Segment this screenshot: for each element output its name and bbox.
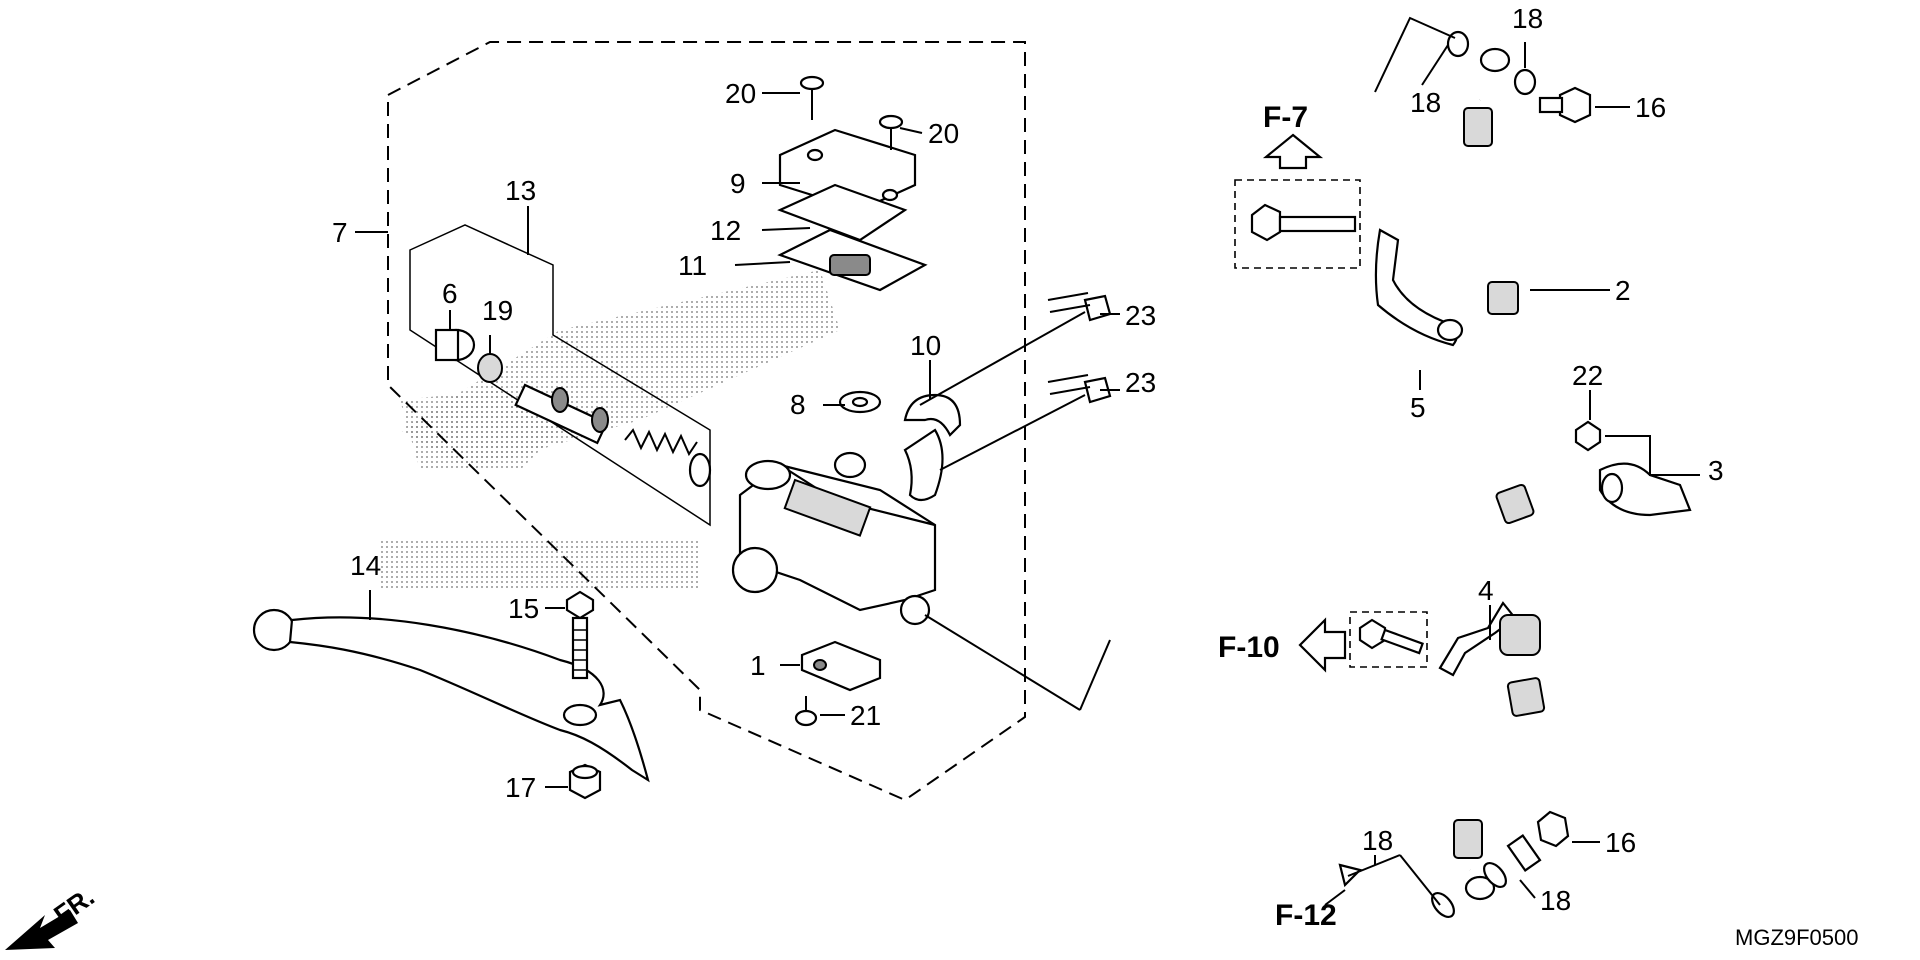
clamp-bolt-lower — [1047, 374, 1112, 404]
piston-boot — [434, 328, 476, 362]
callout-5: 5 — [1410, 392, 1426, 423]
piston-rod — [514, 383, 609, 445]
callout-7: 7 — [332, 217, 348, 248]
f10-arrow — [1298, 617, 1347, 673]
hose-clamp-upper — [1374, 228, 1464, 347]
callout-23-lower: 23 — [1125, 367, 1156, 398]
switch-screw — [794, 696, 818, 727]
reservoir-cap — [778, 128, 917, 212]
sealing-washer-bottom-right — [1483, 862, 1507, 888]
callout-4: 4 — [1478, 575, 1494, 606]
callout-6: 6 — [442, 278, 458, 309]
hose-clamp-middle — [1598, 462, 1692, 517]
callout-18-top-right: 18 — [1512, 3, 1543, 34]
oil-bolt-lower — [1506, 810, 1570, 872]
sealing-washer-top-right — [1513, 68, 1537, 96]
lever-pivot-bolt — [565, 590, 595, 680]
cap-screw-right — [878, 114, 904, 150]
piston-spring — [624, 428, 712, 488]
callout-22: 22 — [1572, 360, 1603, 391]
callout-13: 13 — [505, 175, 536, 206]
ref-f12: F-12 — [1275, 899, 1337, 932]
f10-dashed-box — [1349, 611, 1428, 668]
stipple-watermark — [380, 270, 840, 590]
diaphragm-plate — [777, 183, 908, 242]
callout-16-upper: 16 — [1635, 92, 1666, 123]
callout-14: 14 — [350, 550, 381, 581]
callout-18-bottom-right: 18 — [1540, 885, 1571, 916]
diaphragm — [777, 228, 928, 292]
clamp-bolt-small — [1574, 420, 1602, 452]
lever-pivot-nut — [568, 763, 602, 800]
callout-8: 8 — [790, 389, 806, 420]
diagram-part-code: MGZ9F0500 — [1735, 925, 1859, 950]
lever-pivot-clip — [838, 390, 882, 414]
leader-lines-left — [355, 92, 1120, 788]
callout-2: 2 — [1615, 275, 1631, 306]
hose-guide-bolt — [1250, 203, 1357, 242]
callout-23-upper: 23 — [1125, 300, 1156, 331]
master-cylinder-assembly-outline — [387, 41, 1026, 802]
callout-1: 1 — [750, 650, 766, 681]
brake-lever — [252, 608, 650, 783]
oil-bolt-upper — [1538, 86, 1592, 124]
ref-f7: F-7 — [1263, 101, 1308, 134]
callout-12: 12 — [710, 215, 741, 246]
callout-20-upper: 20 — [725, 78, 756, 109]
callout-9: 9 — [730, 168, 746, 199]
callout-17: 17 — [505, 772, 536, 803]
piston-kit-outline — [409, 224, 711, 527]
callout-19: 19 — [482, 295, 513, 326]
callout-18-top-left: 18 — [1410, 87, 1441, 118]
callout-3: 3 — [1708, 455, 1724, 486]
callout-21: 21 — [850, 700, 881, 731]
ref-f10: F-10 — [1218, 631, 1280, 664]
callout-16-lower: 16 — [1605, 827, 1636, 858]
master-cylinder-body — [731, 451, 937, 626]
cap-screw-upper — [799, 75, 825, 120]
f12-arrow — [1324, 854, 1401, 906]
callout-18-bottom-left: 18 — [1362, 825, 1393, 856]
sealing-washer-bottom-left — [1431, 892, 1455, 918]
callout-15: 15 — [508, 593, 539, 624]
f7-arrow — [1262, 133, 1324, 170]
hose-clamp-lower — [1438, 601, 1541, 677]
leader-lines-right — [1374, 16, 1700, 906]
f7-dashed-box — [1234, 179, 1361, 269]
brake-light-switch — [800, 640, 882, 692]
handlebar-clamp — [903, 393, 962, 502]
callout-11: 11 — [678, 250, 707, 281]
piston-seal — [477, 353, 503, 383]
callout-10: 10 — [910, 330, 941, 361]
hose-guide-bolt-lower — [1358, 618, 1424, 655]
brake-hose — [1453, 47, 1626, 901]
front-direction-arrow-icon — [5, 910, 78, 950]
callout-20-right: 20 — [928, 118, 959, 149]
